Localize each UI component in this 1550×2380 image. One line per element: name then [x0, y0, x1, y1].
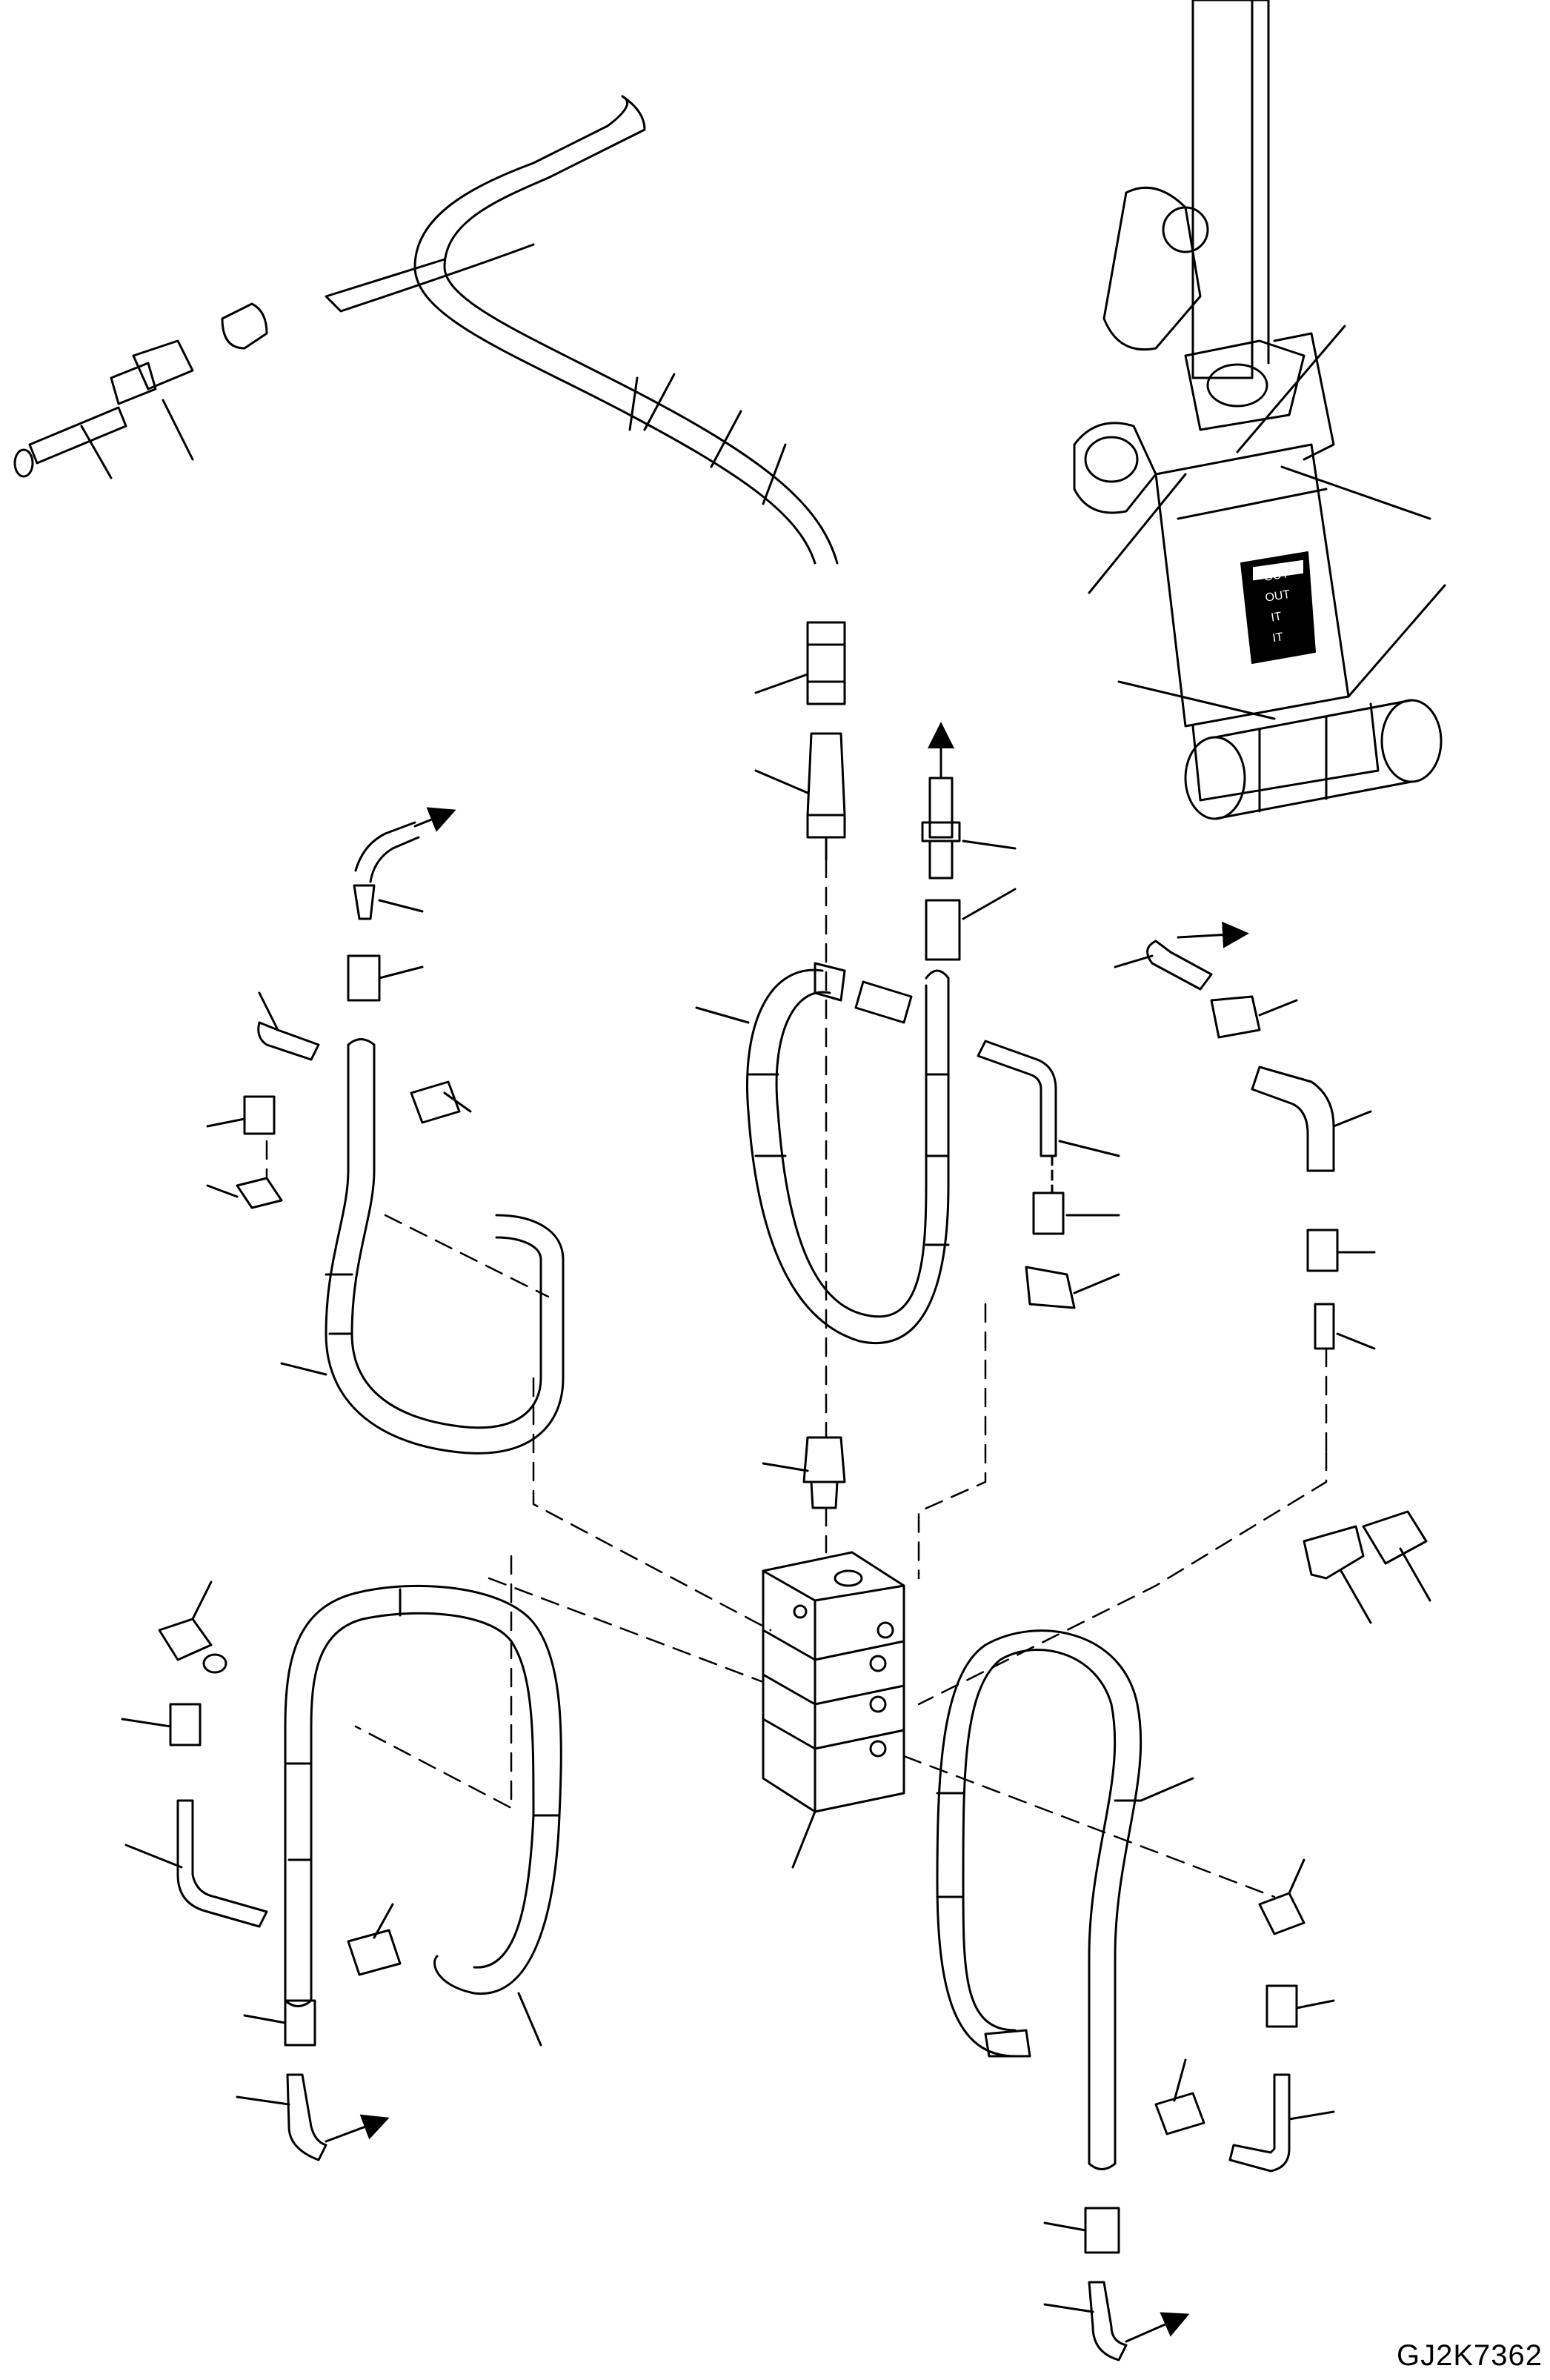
top-left-fittings [13, 302, 639, 479]
left-lower-group [121, 1580, 562, 2161]
right-middle-group [1114, 921, 1431, 1624]
right-lower-group [936, 1629, 1335, 2361]
plate-row-3: IT [1270, 611, 1283, 625]
left-upper-group [206, 807, 565, 1455]
boom-assembly: OUT OUT IT IT [1073, 0, 1446, 820]
plate-row-1: OUT [1263, 568, 1289, 584]
center-fitting-chain [754, 621, 1017, 961]
distributor-block [762, 1436, 905, 1869]
center-nut-fitting [806, 621, 846, 705]
top-hose [325, 95, 839, 565]
plate-row-2: OUT [1264, 588, 1291, 605]
center-u-hose [695, 962, 1120, 1344]
plate-row-4: IT [1271, 631, 1284, 645]
drawing-code: GJ2K7362 [1396, 2339, 1543, 2372]
label-plate [1240, 551, 1316, 664]
